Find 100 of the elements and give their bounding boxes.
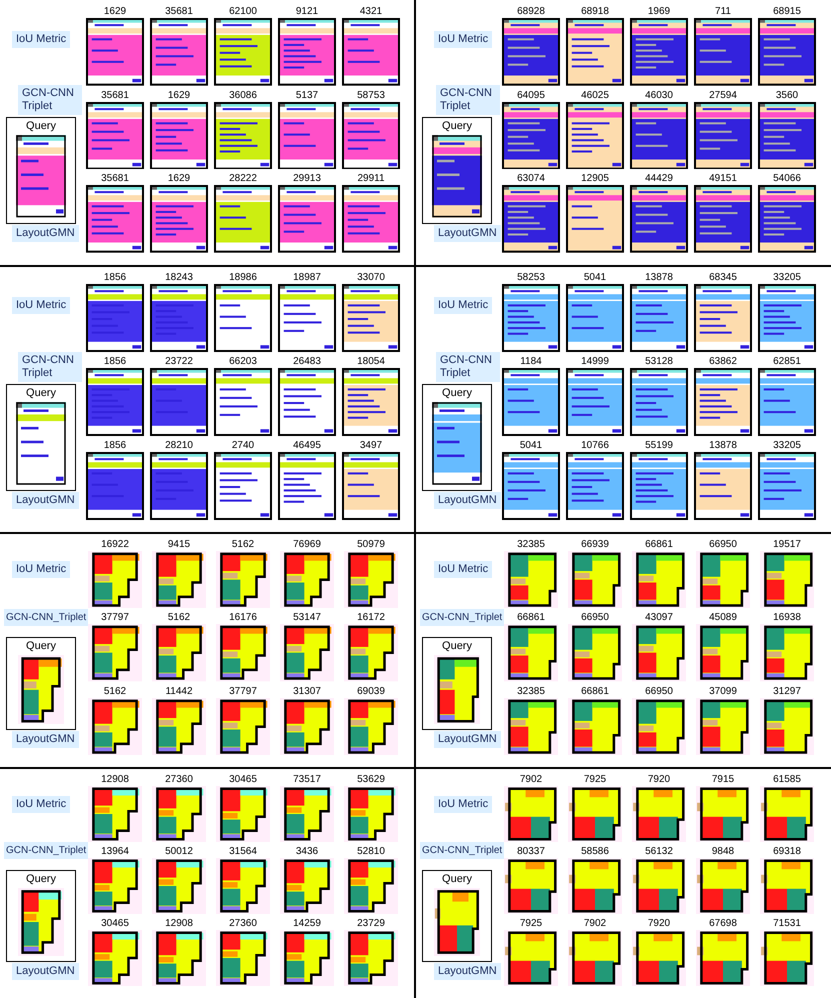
query-title: Query (441, 120, 473, 134)
thumbnail-number: 80337 (516, 846, 546, 857)
method-label: IoU Metric (12, 31, 70, 48)
thumbnail-number: 52810 (356, 846, 386, 857)
thumbnail-number: 9848 (710, 846, 736, 857)
method-label: LayoutGMN (12, 962, 79, 980)
thumbnail-number: 73517 (292, 774, 322, 785)
thumbnail-number: 68345 (708, 272, 738, 283)
method-label: IoU Metric (434, 796, 492, 813)
thumbnail-number: 58586 (580, 846, 610, 857)
thumbnail-number: 37797 (100, 612, 130, 624)
query-title: Query (25, 120, 57, 134)
thumbnail-number: 29911 (356, 173, 386, 184)
thumbnail-number: 29913 (292, 173, 322, 184)
thumbnail-number: 64095 (516, 90, 546, 101)
thumbnail-number: 69039 (356, 686, 386, 697)
thumbnail-number: 4321 (358, 6, 384, 17)
thumbnail-number: 66861 (580, 686, 610, 697)
thumbnail-number: 28210 (164, 440, 194, 451)
thumbnail-number: 66861 (644, 539, 674, 550)
thumbnail-number: 3497 (358, 440, 384, 451)
query-box (6, 636, 76, 730)
thumbnail-number: 43097 (644, 612, 674, 624)
thumbnail-number: 62100 (228, 6, 258, 17)
thumbnail-number: 5162 (230, 539, 256, 550)
thumbnail-number: 49151 (708, 173, 738, 184)
thumbnail-number: 1184 (519, 356, 543, 367)
thumbnail-number: 27594 (708, 90, 738, 101)
thumbnail-number: 9121 (294, 6, 320, 17)
thumbnail-number: 23729 (356, 918, 386, 929)
thumbnail-number: 5137 (294, 90, 320, 101)
thumbnail-number: 11442 (164, 686, 194, 697)
thumbnail-number: 37099 (708, 686, 738, 697)
thumbnail-number: 33070 (356, 272, 386, 283)
method-label: LayoutGMN (434, 962, 501, 980)
thumbnail-number: 46495 (292, 440, 322, 451)
thumbnail-number: 69318 (772, 846, 802, 857)
thumbnail-number: 7915 (710, 774, 736, 785)
thumbnail-number: 45089 (708, 612, 738, 624)
method-label: GCN-CNN_Triplet (420, 842, 504, 860)
query-title: Query (25, 640, 57, 653)
method-label: GCN-CNN_Triplet (4, 842, 88, 860)
thumbnail-number: 10766 (580, 440, 610, 451)
thumbnail-number: 36086 (228, 90, 258, 101)
method-label: IoU Metric (434, 297, 492, 314)
method-label: GCN-CNN Triplet (436, 352, 500, 382)
query-title: Query (25, 386, 57, 400)
thumbnail-number: 12905 (580, 173, 610, 184)
thumbnail-number: 53147 (292, 612, 322, 624)
thumbnail-number: 14259 (292, 918, 322, 929)
thumbnail-number: 23722 (164, 356, 194, 367)
thumbnail-number: 28222 (228, 173, 258, 184)
thumbnail-number: 53128 (644, 356, 674, 367)
query-box (6, 870, 76, 962)
thumbnail-number: 68915 (772, 6, 802, 17)
thumbnail-number: 18054 (356, 356, 386, 367)
thumbnail-number: 1969 (646, 6, 672, 17)
thumbnail-number: 58753 (356, 90, 386, 101)
thumbnail-number: 16172 (356, 612, 386, 624)
method-label: LayoutGMN (434, 225, 501, 242)
thumbnail-number: 12908 (100, 774, 130, 785)
query-box (6, 384, 76, 491)
thumbnail-number: 7902 (518, 774, 544, 785)
thumbnail-number: 7925 (582, 774, 608, 785)
thumbnail-number: 66939 (580, 539, 610, 550)
thumbnail-number: 66950 (644, 686, 674, 697)
thumbnail-number: 5162 (102, 686, 128, 697)
thumbnail-number: 18987 (292, 272, 322, 283)
thumbnail-number: 68928 (516, 6, 546, 17)
thumbnail-number: 66861 (516, 612, 546, 624)
thumbnail-number: 26483 (292, 356, 322, 367)
thumbnail-number: 19517 (772, 539, 802, 550)
thumbnail-number: 3560 (774, 90, 800, 101)
thumbnail-number: 37797 (228, 686, 258, 697)
thumbnail-number: 16922 (100, 539, 130, 550)
thumbnail-number: 31297 (772, 686, 802, 697)
query-title: Query (441, 640, 473, 653)
thumbnail-number: 56132 (644, 846, 674, 857)
thumbnail-number: 3436 (294, 846, 320, 857)
thumbnail-number: 63074 (516, 173, 546, 184)
thumbnail-number: 5041 (582, 272, 608, 283)
thumbnail-number: 27360 (164, 774, 194, 785)
thumbnail-number: 7925 (518, 918, 544, 929)
thumbnail-number: 54066 (772, 173, 802, 184)
thumbnail-number: 1629 (102, 6, 128, 17)
thumbnail-number: 67698 (708, 918, 738, 929)
thumbnail-number: 27360 (228, 918, 258, 929)
thumbnail-number: 18243 (164, 272, 194, 283)
method-label: IoU Metric (434, 31, 492, 48)
thumbnail-number: 12908 (164, 918, 194, 929)
thumbnail-number: 66950 (580, 612, 610, 624)
method-label: GCN-CNN_Triplet (420, 608, 504, 626)
thumbnail-number: 66950 (708, 539, 738, 550)
thumbnail-number: 5041 (518, 440, 544, 451)
thumbnail-number: 2740 (230, 440, 256, 451)
thumbnail-number: 66203 (228, 356, 258, 367)
method-label: LayoutGMN (12, 731, 79, 748)
thumbnail-number: 1856 (102, 272, 128, 283)
thumbnail-number: 50979 (356, 539, 386, 550)
thumbnail-number: 31307 (292, 686, 322, 697)
